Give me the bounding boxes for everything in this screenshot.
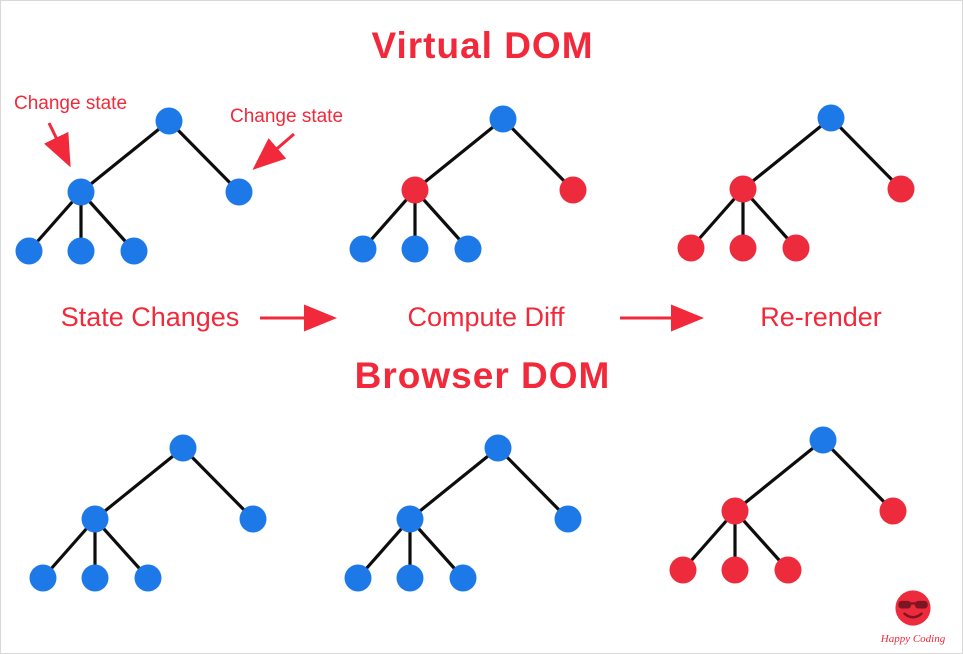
tree-node-right xyxy=(239,505,267,533)
change-state-arrow-right xyxy=(252,132,295,170)
tree-node-root xyxy=(169,434,197,462)
tree-node-leaf1 xyxy=(677,234,705,262)
tree-node-root xyxy=(489,105,517,133)
change-state-label-left: Change state xyxy=(14,93,128,114)
change-state-arrow-left xyxy=(44,122,71,168)
tree-edge xyxy=(413,117,505,192)
tree-node-left xyxy=(729,175,757,203)
tree-edge xyxy=(821,438,895,513)
tree-node-leaf1 xyxy=(349,235,377,263)
tree-node-right xyxy=(879,497,907,525)
tree-edge xyxy=(181,446,255,521)
tree-browser-before-1 xyxy=(29,434,267,592)
tree-edge xyxy=(741,116,833,191)
tree-node-root xyxy=(155,107,183,135)
tree-node-leaf2 xyxy=(729,234,757,262)
tree-node-left xyxy=(67,178,95,206)
tree-node-leaf3 xyxy=(120,237,148,265)
tree-virtual-rerender xyxy=(677,104,915,262)
tree-edge xyxy=(93,446,185,521)
tree-node-leaf2 xyxy=(401,235,429,263)
happy-coding-logo: Happy Coding xyxy=(878,589,948,645)
tree-node-leaf1 xyxy=(344,564,372,592)
tree-edge xyxy=(829,116,903,191)
tree-node-root xyxy=(809,426,837,454)
tree-node-left xyxy=(721,497,749,525)
tree-node-right xyxy=(887,175,915,203)
tree-node-leaf3 xyxy=(454,235,482,263)
tree-virtual-state-changes xyxy=(15,107,253,265)
change-state-label-right: Change state xyxy=(230,106,344,127)
tree-virtual-compute-diff xyxy=(349,105,587,263)
flow-step-compute-diff: Compute Diff xyxy=(407,302,565,332)
tree-node-leaf2 xyxy=(396,564,424,592)
tree-browser-rerendered xyxy=(669,426,907,584)
happy-coding-smiley-icon xyxy=(895,590,931,626)
tree-node-leaf3 xyxy=(134,564,162,592)
happy-coding-logo-text: Happy Coding xyxy=(880,633,946,645)
tree-edge xyxy=(408,446,500,521)
flow-step-re-render: Re-render xyxy=(760,302,882,332)
tree-node-leaf3 xyxy=(782,234,810,262)
tree-edge xyxy=(79,119,171,194)
browser-dom-title: Browser DOM xyxy=(354,355,611,396)
tree-node-leaf3 xyxy=(449,564,477,592)
tree-node-left xyxy=(396,505,424,533)
tree-node-right xyxy=(554,505,582,533)
tree-node-leaf1 xyxy=(29,564,57,592)
tree-node-left xyxy=(81,505,109,533)
tree-edge xyxy=(733,438,825,513)
tree-node-root xyxy=(484,434,512,462)
tree-node-leaf1 xyxy=(15,237,43,265)
tree-browser-before-2 xyxy=(344,434,582,592)
tree-node-leaf2 xyxy=(67,237,95,265)
tree-node-leaf2 xyxy=(81,564,109,592)
tree-node-right xyxy=(559,176,587,204)
flow-step-state-changes: State Changes xyxy=(60,302,240,332)
tree-edge xyxy=(501,117,575,192)
virtual-dom-title: Virtual DOM xyxy=(371,25,594,66)
tree-node-root xyxy=(817,104,845,132)
tree-edge xyxy=(496,446,570,521)
tree-node-left xyxy=(401,176,429,204)
tree-node-leaf1 xyxy=(669,556,697,584)
tree-node-leaf3 xyxy=(774,556,802,584)
tree-edge xyxy=(167,119,241,194)
tree-node-leaf2 xyxy=(721,556,749,584)
tree-node-right xyxy=(225,178,253,206)
